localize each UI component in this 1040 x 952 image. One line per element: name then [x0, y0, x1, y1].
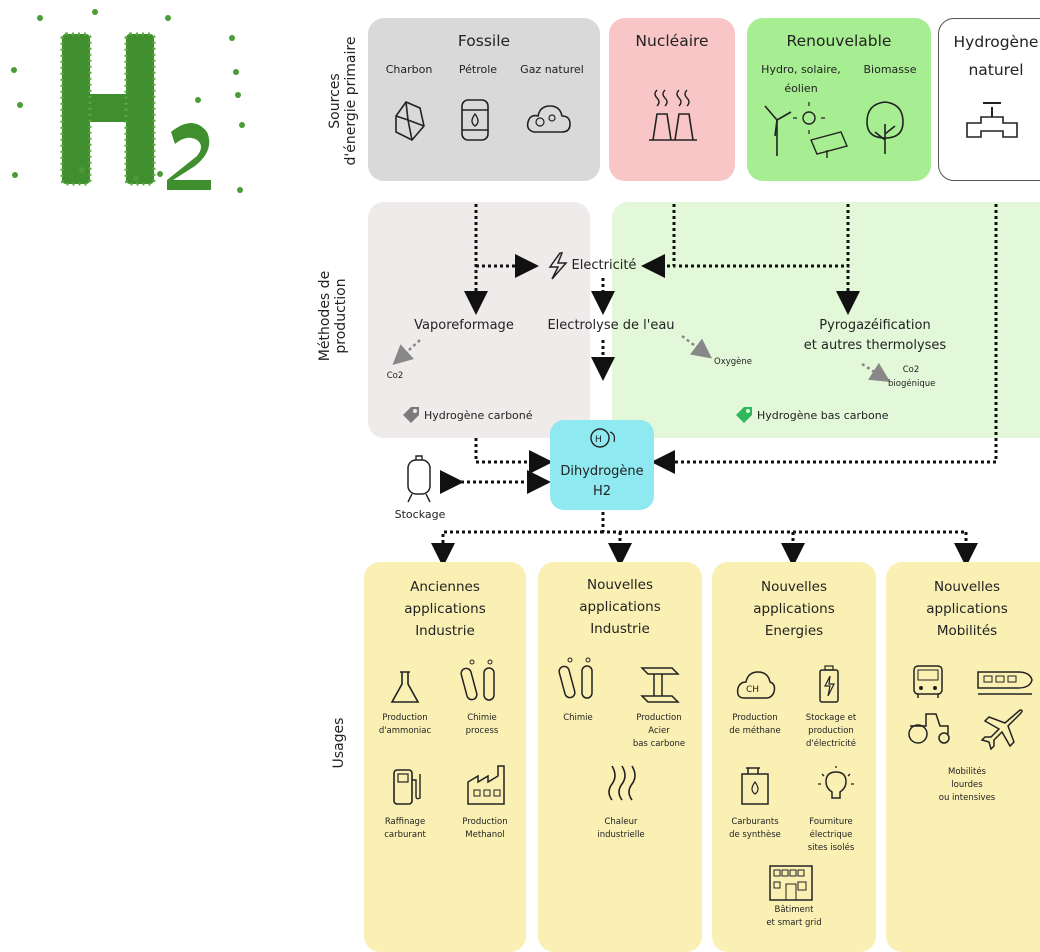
test-tubes-icon	[458, 658, 504, 712]
lightbulb-icon	[816, 764, 856, 808]
source-hydrogene-title: Hydrogène	[953, 33, 1039, 51]
source-hydrogene-box: Hydrogène naturel	[938, 18, 1040, 181]
storage-tank-icon	[402, 454, 436, 508]
vaporeformage-label: Vaporeformage	[414, 318, 514, 333]
gas-cloud-icon	[524, 98, 572, 146]
wind-solar-icon	[757, 102, 849, 162]
source-nucleaire-box: Nucléaire	[609, 18, 735, 181]
tag-hydrogene-bas-carbone: Hydrogène bas carbone	[757, 409, 889, 422]
usage-item: Chimie	[563, 713, 593, 723]
stockage-label: Stockage	[394, 508, 446, 521]
pipe-valve-icon	[965, 97, 1019, 145]
tree-icon	[865, 100, 905, 160]
source-fossile-title: Fossile	[457, 32, 511, 50]
source-hydrogene-subtitle: naturel	[968, 61, 1024, 79]
building-icon	[766, 862, 816, 906]
source-item-hydro: Hydro, solaire,	[761, 63, 841, 76]
co2-bio-label-2: biogénique	[888, 379, 936, 389]
source-item-biomasse: Biomasse	[863, 63, 917, 76]
svg-text:CH: CH	[746, 685, 759, 695]
fuel-pump-icon	[390, 762, 424, 812]
oxygene-label: Oxygène	[714, 357, 752, 367]
h2-logo	[0, 0, 260, 200]
pyro-label-1: Pyrogazéification	[819, 318, 931, 333]
production-carbone-zone	[368, 202, 590, 438]
nuclear-plant-icon	[647, 86, 699, 146]
battery-icon	[816, 664, 842, 708]
dihydrogene-title: Dihydrogène	[560, 464, 644, 479]
coal-icon	[390, 98, 426, 148]
tractor-icon	[906, 710, 954, 750]
oil-barrel-icon	[458, 96, 496, 148]
source-nucleaire-title: Nucléaire	[635, 32, 709, 50]
source-item-eolien: éolien	[784, 82, 818, 95]
heat-waves-icon	[604, 762, 640, 806]
dihydrogene-box: H Dihydrogène H2	[550, 420, 654, 510]
source-item-petrole: Pétrole	[458, 63, 498, 76]
electrolyse-label: Electrolyse de l'eau	[547, 318, 675, 333]
co2-label: Co2	[386, 371, 404, 381]
svg-text:H: H	[595, 435, 602, 445]
flask-icon	[388, 668, 422, 712]
methane-cloud-icon: CH	[736, 668, 776, 706]
factory-icon	[466, 762, 506, 810]
source-item-charbon: Charbon	[385, 63, 433, 76]
source-fossile-box: Fossile Charbon Pétrole Gaz naturel	[368, 18, 600, 181]
test-tubes-icon	[556, 656, 602, 710]
h2-molecule-icon: H	[588, 426, 618, 454]
pyro-label-2: et autres thermolyses	[803, 338, 947, 353]
bus-icon	[910, 662, 946, 704]
h2-logo-graphic	[11, 9, 245, 193]
electricite-label: Electricité	[571, 258, 637, 273]
lightning-icon	[546, 251, 568, 285]
source-renouvelable-box: Renouvelable Hydro, solaire, éolien Biom…	[747, 18, 931, 181]
source-renouvelable-title: Renouvelable	[786, 32, 892, 50]
dihydrogene-sub: H2	[592, 484, 612, 499]
airplane-icon	[980, 706, 1024, 752]
train-icon	[976, 668, 1036, 702]
jerrycan-icon	[738, 762, 772, 810]
production-bas-carbone-zone	[612, 202, 1040, 438]
tag-green-icon	[732, 403, 756, 431]
tag-grey-icon	[399, 403, 423, 431]
source-item-gaz: Gaz naturel	[520, 63, 584, 76]
co2-bio-label-1: Co2	[902, 365, 920, 375]
tag-hydrogene-carbone: Hydrogène carboné	[424, 409, 533, 422]
steel-beam-icon	[638, 662, 682, 710]
